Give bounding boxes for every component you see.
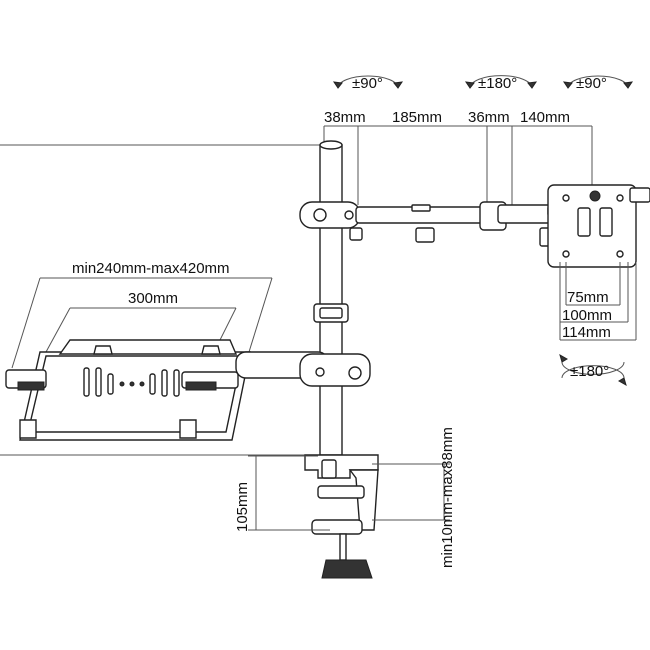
rotation-label-head-tilt: ±90°	[576, 75, 607, 92]
desk-thickness-label: min10mm-max88mm	[439, 427, 456, 568]
vesa-dimension-lines	[559, 262, 637, 341]
dim-label-pole-offset: 38mm	[324, 109, 366, 126]
rotation-arrow-head-rotate	[559, 353, 627, 387]
tray-width-range-label: min240mm-max420mm	[72, 260, 230, 277]
clamp-height-label: 105mm	[234, 482, 251, 532]
rotation-arrow-arm-joint	[464, 75, 538, 89]
vesa-plate	[547, 184, 650, 268]
pole	[319, 140, 343, 456]
rotation-label-arm-base: ±90°	[352, 75, 383, 92]
rotation-arrow-arm-base	[332, 75, 404, 89]
tray-base-width-label: 300mm	[128, 290, 178, 307]
laptop-tray	[5, 339, 251, 441]
arm-dimension-lines	[0, 125, 593, 205]
vesa-label-75: 75mm	[567, 289, 609, 306]
dim-label-joint: 36mm	[468, 109, 510, 126]
rotation-label-head-rotate: ±180°	[570, 363, 609, 380]
desk-clamp	[304, 454, 379, 579]
vesa-label-114: 114mm	[562, 324, 611, 341]
vesa-label-100: 100mm	[562, 307, 612, 324]
rotation-arrow-head-tilt	[562, 75, 634, 89]
rotation-label-arm-joint: ±180°	[478, 75, 517, 92]
height-stopper	[313, 303, 349, 323]
tray-vent-slots	[83, 367, 180, 397]
dim-label-head-segment: 140mm	[520, 109, 570, 126]
clamp-dimension-lines	[248, 455, 450, 531]
tray-arm	[235, 351, 371, 387]
dim-label-arm-segment: 185mm	[392, 109, 442, 126]
